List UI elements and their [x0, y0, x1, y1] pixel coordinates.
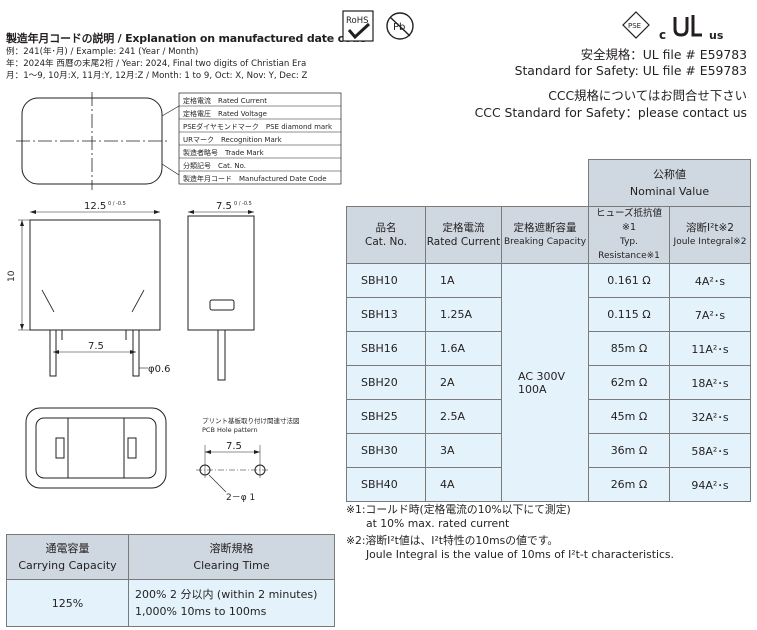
clearing-value: 200% 2 分以内 (within 2 minutes) 1,000% 10m…	[128, 579, 335, 627]
table-row: SBH16 1.6A 85m Ω 11A²･s	[346, 331, 751, 366]
pse-diamond-icon	[622, 11, 650, 39]
clearing-header: 溶断規格 Clearing Time	[128, 534, 335, 580]
mark-label-cat: 分類記号 Cat. No.	[183, 161, 246, 170]
mark-label-rated-current: 定格電流 Rated Current	[183, 96, 267, 105]
carrying-capacity-table: 通電容量 Carrying Capacity 溶断規格 Clearing Tim…	[6, 534, 335, 627]
dim-depth: 7.5	[216, 201, 232, 212]
safety-en: Standard for Safety: UL file # E59783	[514, 63, 747, 78]
fuse-side-view	[187, 215, 255, 331]
date-code-year: 年：2024年 西暦の末尾2桁 / Year: 2024, Final two …	[6, 59, 307, 69]
svg-text:RoHS: RoHS	[346, 16, 369, 26]
note-2-en: Joule Integral is the value of 10ms of I…	[366, 548, 674, 561]
col-current: 定格電流 Rated Current	[425, 206, 502, 264]
col-resistance: ヒューズ抵抗値※1 Typ. Resistance※1	[588, 206, 670, 264]
col-breaking: 定格遮断容量 Breaking Capacity	[501, 206, 589, 264]
mark-label-date: 製造年月コード Manufactured Date Code	[183, 174, 327, 183]
svg-text:PSE: PSE	[628, 22, 641, 30]
dim-pitch: 7.5	[88, 341, 104, 352]
col-cat: 品名 Cat. No.	[346, 206, 426, 264]
dimension-drawing: 定格電流 Rated Current 定格電圧 Rated Voltage PS…	[7, 92, 342, 503]
mark-label-rated-voltage: 定格電圧 Rated Voltage	[183, 109, 267, 118]
dim-lead-dia: φ0.6	[148, 364, 171, 375]
note-1-jp: ※1:コールド時(定格電流の10%以下にて測定)	[346, 503, 571, 516]
ul-c-mark: c	[659, 28, 666, 42]
mark-label-pse: PSEダイヤモンドマーク PSE diamond mark	[183, 122, 333, 131]
ul-recognized-icon	[673, 15, 702, 37]
note-2-jp: ※2:溶断I²t値は、I²t特性の10msの値です。	[346, 534, 559, 547]
pb-free-icon	[386, 12, 414, 40]
mark-label-ur: URマーク Recognition Mark	[183, 136, 283, 144]
carrying-header: 通電容量 Carrying Capacity	[6, 534, 129, 580]
fuse-bottom-view	[25, 407, 167, 489]
pcb-pitch: 7.5	[226, 441, 242, 452]
table-row: SBH10 1A AC 300V 100A 0.161 Ω 4A²･s	[346, 263, 751, 502]
dim-height: 10	[7, 270, 17, 282]
note-1-en: at 10% max. rated current	[366, 517, 510, 530]
dim-width: 12.5	[84, 201, 106, 212]
pse-ul-logos: PSE c us	[622, 11, 724, 42]
pcb-title: プリント基板取り付け関連寸法図	[202, 416, 300, 425]
pcb-holes: 2－φ 1	[226, 493, 255, 503]
safety-jp: 安全規格：UL file # E59783	[580, 47, 747, 62]
table-row: SBH40 4A 26m Ω 94A²･s	[346, 467, 751, 502]
table-row: SBH25 2.5A 45m Ω 32A²･s	[346, 399, 751, 434]
pcb-title-en: PCB Hole pattern	[202, 426, 258, 434]
col-joule: 溶断I²t※2 Joule Integral※2	[669, 206, 751, 264]
date-code-month: 月：1～9, 10月:X, 11月:Y, 12月:Z / Month: 1 to…	[6, 71, 308, 81]
spec-table: 公称値 Nominal Value 品名 Cat. No. 定格電流 Rated…	[346, 159, 751, 502]
table-row: SBH30 3A 36m Ω 58A²･s	[346, 433, 751, 468]
nominal-header: 公称値 Nominal Value	[588, 159, 751, 207]
ccc-en: CCC Standard for Safety：please contact u…	[474, 105, 747, 120]
date-code-example: 例：241(年･月) / Example: 241 (Year / Month)	[6, 47, 199, 57]
dim-width-tol: 0 / -0.5	[108, 201, 126, 207]
carrying-value: 125%	[6, 579, 129, 627]
dim-depth-tol: 0 / -0.5	[234, 201, 252, 207]
svg-text:Pb: Pb	[393, 22, 405, 33]
breaking-capacity-cell: AC 300V 100A	[501, 263, 589, 502]
fuse-front-view	[29, 219, 161, 331]
mark-label-trade: 製造者略号 Trade Mark	[183, 148, 265, 157]
date-code-title: 製造年月コードの説明 / Explanation on manufactured…	[6, 32, 367, 45]
ul-us-mark: us	[709, 29, 724, 42]
ccc-jp: CCC規格についてはお問合せ下さい	[548, 88, 747, 103]
rohs-pb-logos: RoHS Pb	[342, 10, 414, 42]
